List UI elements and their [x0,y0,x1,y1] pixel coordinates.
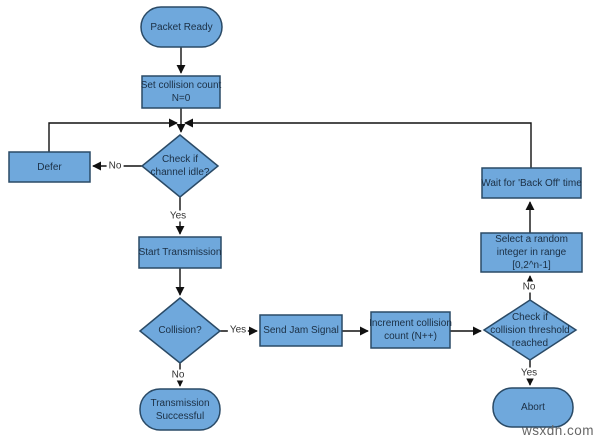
collision-threshold-diamond-shape [482,299,578,361]
send-jam-signal-shape [259,314,343,347]
wait-backoff-shape [481,167,582,199]
edge-label-idle-no: No [106,160,124,172]
collision-diamond-shape [138,297,222,364]
select-random-integer-shape [480,232,583,273]
packet-ready-shape [140,6,223,48]
set-collision-count-shape [141,75,221,109]
abort-shape [492,387,574,428]
edge-label-idle-yes: Yes [167,210,189,222]
start-transmission-shape [138,236,222,269]
increment-collision-count-shape [370,311,451,349]
defer-shape [8,151,91,183]
edge-label-collision-no: No [169,369,187,381]
transmission-successful-shape [139,388,221,431]
connector-waitbackoff-to-junction [184,118,532,168]
edge-label-collision-yes: Yes [227,324,249,336]
watermark: wsxdn.com [521,423,594,438]
connector-defer-to-junction [48,118,178,152]
edge-label-threshold-yes: Yes [518,367,540,379]
channel-idle-diamond-shape [140,134,220,198]
edge-label-threshold-no: No [520,281,538,293]
